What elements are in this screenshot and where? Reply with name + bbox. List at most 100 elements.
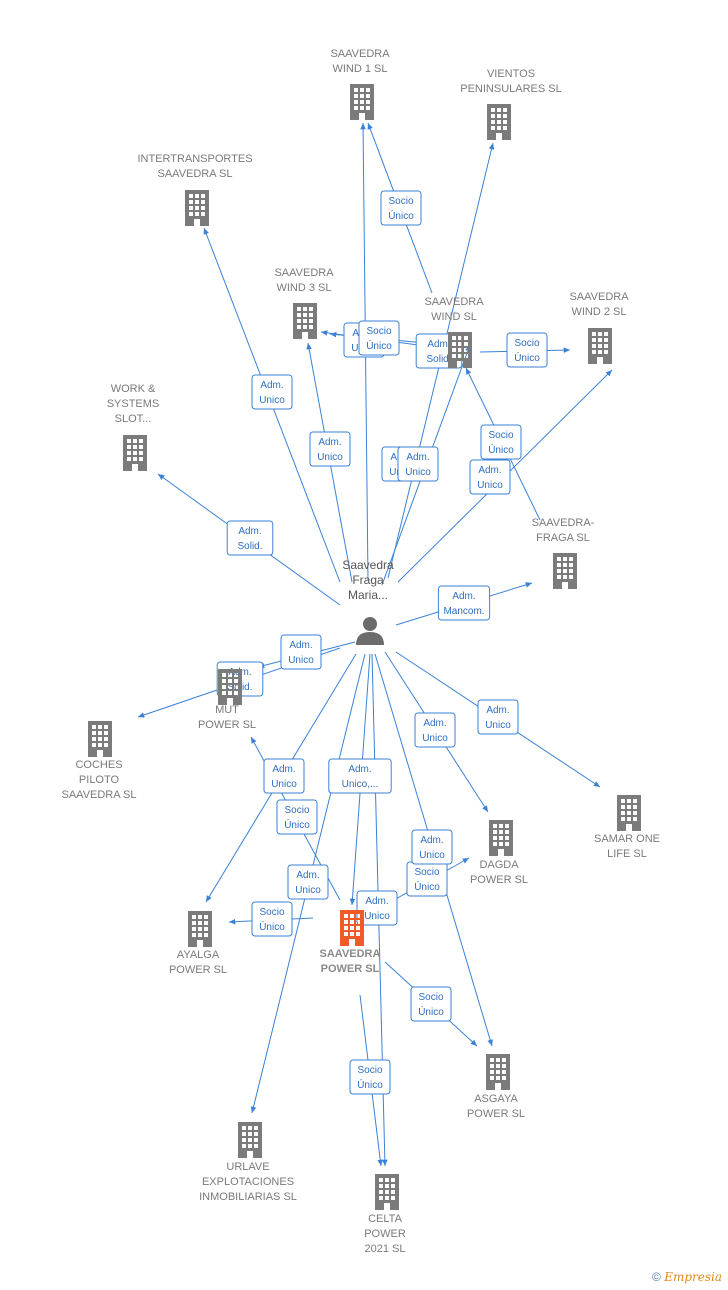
building-icon [487,104,511,140]
edge-label-line: Socio [418,992,443,1003]
edge-label-line: Adm. [427,339,450,350]
edge-label-line: Unico [405,467,431,478]
edge-label-person-to-wind2[interactable]: Adm.Unico [469,459,511,495]
edge-label-line: Socio [514,338,539,349]
edge-label-person-to-urlave[interactable]: Adm.Unico,... [328,758,392,794]
edge-label-line: Adm. [289,640,312,651]
edge-label-line: Adm. [452,591,475,602]
building-icon [588,328,612,364]
edge-label-line: Mancom. [443,606,484,617]
person-icon [356,617,384,645]
person-node[interactable] [356,617,384,645]
company-node-coches[interactable] [88,721,112,757]
edge-label-person-to-mut[interactable]: Adm.Unico [280,634,322,670]
copyright-symbol: © [652,1270,661,1284]
edge-label-line: Socio [259,907,284,918]
edge-label-line: Unico [259,395,285,406]
company-node-saavpower[interactable] [340,910,364,946]
edge-label-line: Único [357,1078,383,1091]
company-node-fraga[interactable] [553,553,577,589]
edge-label-person-to-asgaya[interactable]: Adm.Unico [411,829,453,865]
company-node-work[interactable] [123,435,147,471]
footer-credit[interactable]: © Empresia [652,1270,722,1284]
edge-label-person-to-ayalga[interactable]: Adm.Unico [263,758,305,794]
edge-labels-layer: Adm.UnicoSocioÚnicoAdm.UnicoAdm.UnicoAdm… [216,190,548,1095]
edge-label-line: Adm. [238,526,261,537]
company-node-intertrans[interactable] [185,190,209,226]
building-icon [88,721,112,757]
edge-label-line: Adm. [260,380,283,391]
building-icon [489,820,513,856]
building-icon [553,553,577,589]
edge-label-person-to-saavpower[interactable]: Adm. Unico [287,864,329,900]
company-node-asgaya[interactable] [486,1054,510,1090]
company-node-wind3[interactable] [293,303,317,339]
company-node-wind1[interactable] [350,84,374,120]
edge-label-line: Único [366,339,392,352]
building-icon [617,795,641,831]
edge-label-line: Único [388,209,414,222]
edge-label-line: Único [514,351,540,364]
edge-label-line: Solid. [237,541,262,552]
edge-label-line: Adm. [406,452,429,463]
company-node-vientos[interactable] [487,104,511,140]
edge-label-line: Unico [317,452,343,463]
edge-label-line: Adm. [318,437,341,448]
edge-label-line: Único [284,818,310,831]
edge-label-person-to-fraga[interactable]: Adm. Mancom. [437,585,491,621]
edge-label-line: Adm. [486,705,509,716]
edge-label-person-to-intertrans[interactable]: Adm. Unico [251,374,293,410]
edge-label-line: Único [418,1005,444,1018]
edge-label-person-to-samar[interactable]: Adm.Unico [477,699,519,735]
company-node-dagda[interactable] [489,820,513,856]
building-icon [340,910,364,946]
company-node-ayalga[interactable] [188,911,212,947]
edge-label-line: Adm. [365,896,388,907]
edge-label-person-to-wind3[interactable]: Adm. Unico [309,431,351,467]
edge-label-line: Único [259,920,285,933]
company-node-wind2[interactable] [588,328,612,364]
edge-label-line: Adm. [296,870,319,881]
company-node-celta[interactable] [375,1174,399,1210]
edge-label-person-to-vientos[interactable]: Adm. Unico [397,446,439,482]
edge-label-line: Unico [477,480,503,491]
brand-logo: Empresia [664,1270,722,1284]
building-icon [185,190,209,226]
edge-label-line: Adm. [420,835,443,846]
building-icon [238,1122,262,1158]
edge-label-line: Adm. [348,764,371,775]
edge-label-line: Unico [295,885,321,896]
edge-label-person-to-dagda[interactable]: Adm.Unico [414,712,456,748]
edge-label-line: Socio [388,196,413,207]
building-icon [375,1174,399,1210]
edge-label-line: Unico [271,779,297,790]
company-node-urlave[interactable] [238,1122,262,1158]
edge-label-person-to-celta[interactable]: Adm.Unico [356,890,398,926]
company-node-samar[interactable] [617,795,641,831]
edge-label-person-to-work[interactable]: Adm. Solid. [226,520,274,556]
edge-label-line: Adm. [423,718,446,729]
